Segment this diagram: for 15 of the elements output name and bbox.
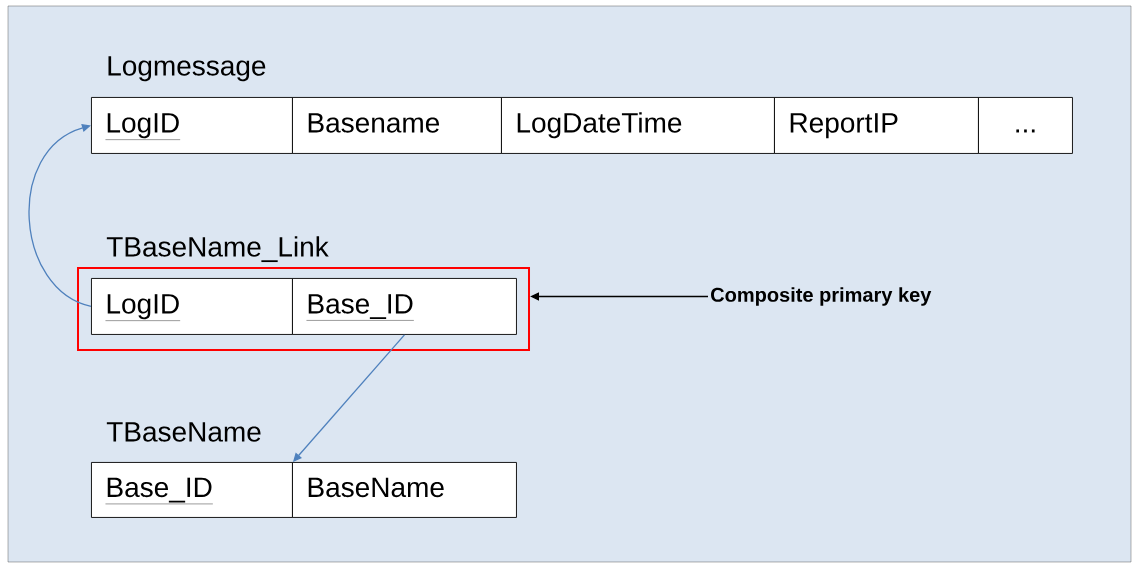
table-cell: ... xyxy=(978,97,1073,154)
table-title: TBaseName xyxy=(106,422,261,442)
table-cell: LogID xyxy=(91,97,293,154)
arrow xyxy=(28,123,92,308)
table-cell: BaseName xyxy=(292,462,517,518)
table-cell: LogDateTime xyxy=(501,97,775,154)
highlight-frame xyxy=(77,267,530,351)
arrow xyxy=(530,292,709,301)
table-cell: Base_ID xyxy=(91,462,293,518)
table-title: TBaseName_Link xyxy=(106,236,329,263)
table-cell: LogID xyxy=(91,278,293,335)
table-title: Logmessage xyxy=(108,56,266,82)
table-cell: Base_ID xyxy=(292,278,517,335)
callout-text: Composite primary key xyxy=(711,287,932,306)
table-cell: Basename xyxy=(292,97,502,154)
